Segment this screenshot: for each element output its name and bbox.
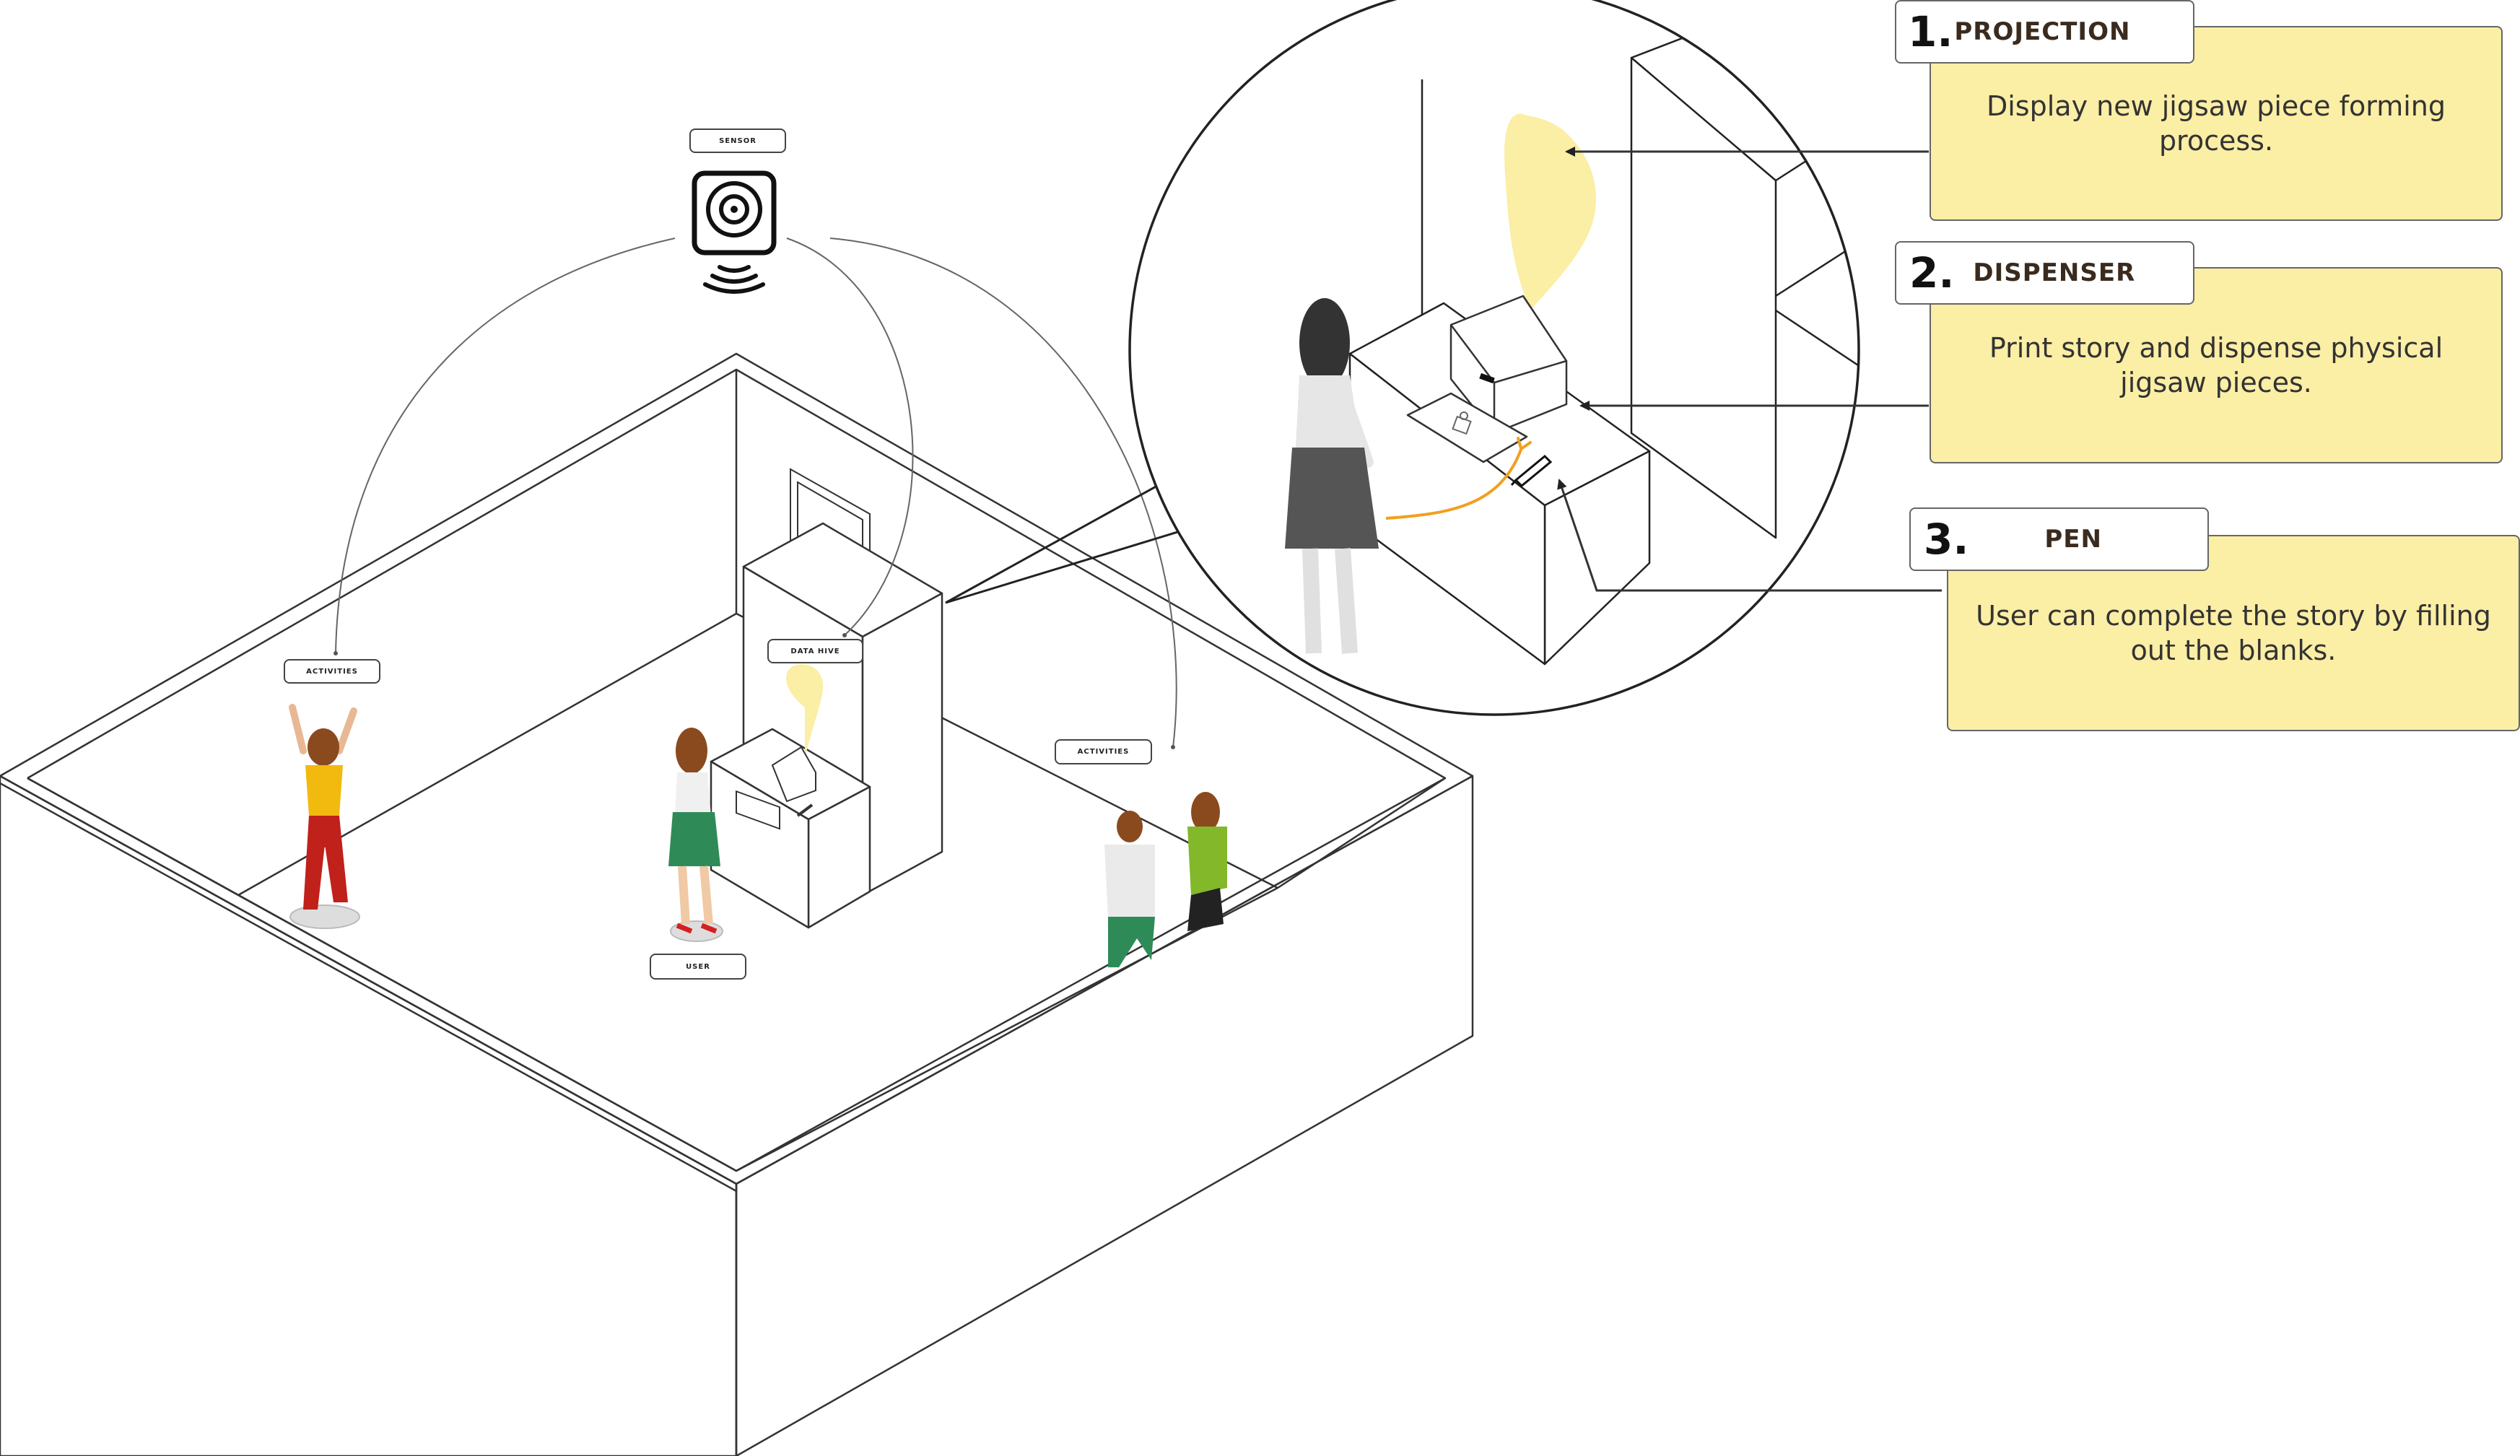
- dispenser: [1406, 295, 1568, 463]
- user-label: USER: [650, 954, 746, 980]
- callout-pen: User can complete the story by filling o…: [1909, 507, 2520, 733]
- activities-label-left: ACTIVITIES: [284, 659, 380, 684]
- callout-pen-header: 3. PEN: [1909, 507, 2209, 571]
- sensor-label: SENSOR: [689, 128, 786, 153]
- callout-projection-header: 1. PROJECTION: [1895, 0, 2194, 64]
- room-dispenser: [736, 746, 816, 830]
- callout-dispenser-number: 2.: [1909, 248, 1955, 297]
- callout-dispenser-header: 2. DISPENSER: [1895, 241, 2194, 305]
- callout-projection-title: PROJECTION: [1954, 17, 2131, 46]
- callout-projection-number: 1.: [1908, 7, 1953, 56]
- data-hive-label: DATA HIVE: [767, 639, 863, 663]
- person-activities-man: [1104, 811, 1155, 967]
- room-left-face: [0, 775, 738, 1456]
- person-activities-woman: [1187, 792, 1227, 931]
- callout-projection: Display new jigsaw piece forming process…: [1895, 0, 2520, 224]
- person-user: [668, 728, 723, 942]
- callout-pen-title: PEN: [2044, 525, 2102, 554]
- callout-dispenser-title: DISPENSER: [1973, 258, 2136, 287]
- callout-dispenser-text: Print story and dispense physical jigsaw…: [1930, 267, 2503, 463]
- callout-pen-number: 3.: [1924, 515, 1969, 564]
- room-projection-glow: [786, 664, 824, 758]
- pen-icon: [1510, 454, 1553, 488]
- person-zoom: [1285, 298, 1379, 654]
- sensor-icon: [692, 170, 777, 256]
- puzzle-piece-icon: [1452, 411, 1472, 435]
- callout-dispenser: Print story and dispense physical jigsaw…: [1895, 241, 2520, 466]
- pen-motion-arrow: [1385, 448, 1522, 520]
- data-hive-unit: [710, 522, 943, 929]
- sensor-connections: [333, 237, 1177, 749]
- callout-arrows: [1557, 147, 1942, 592]
- person-activities-left: [289, 704, 360, 929]
- room: [0, 352, 1474, 1456]
- wifi-signal-icon: [703, 265, 765, 294]
- activities-label-right: ACTIVITIES: [1055, 739, 1152, 764]
- projection-glow: [1504, 113, 1596, 310]
